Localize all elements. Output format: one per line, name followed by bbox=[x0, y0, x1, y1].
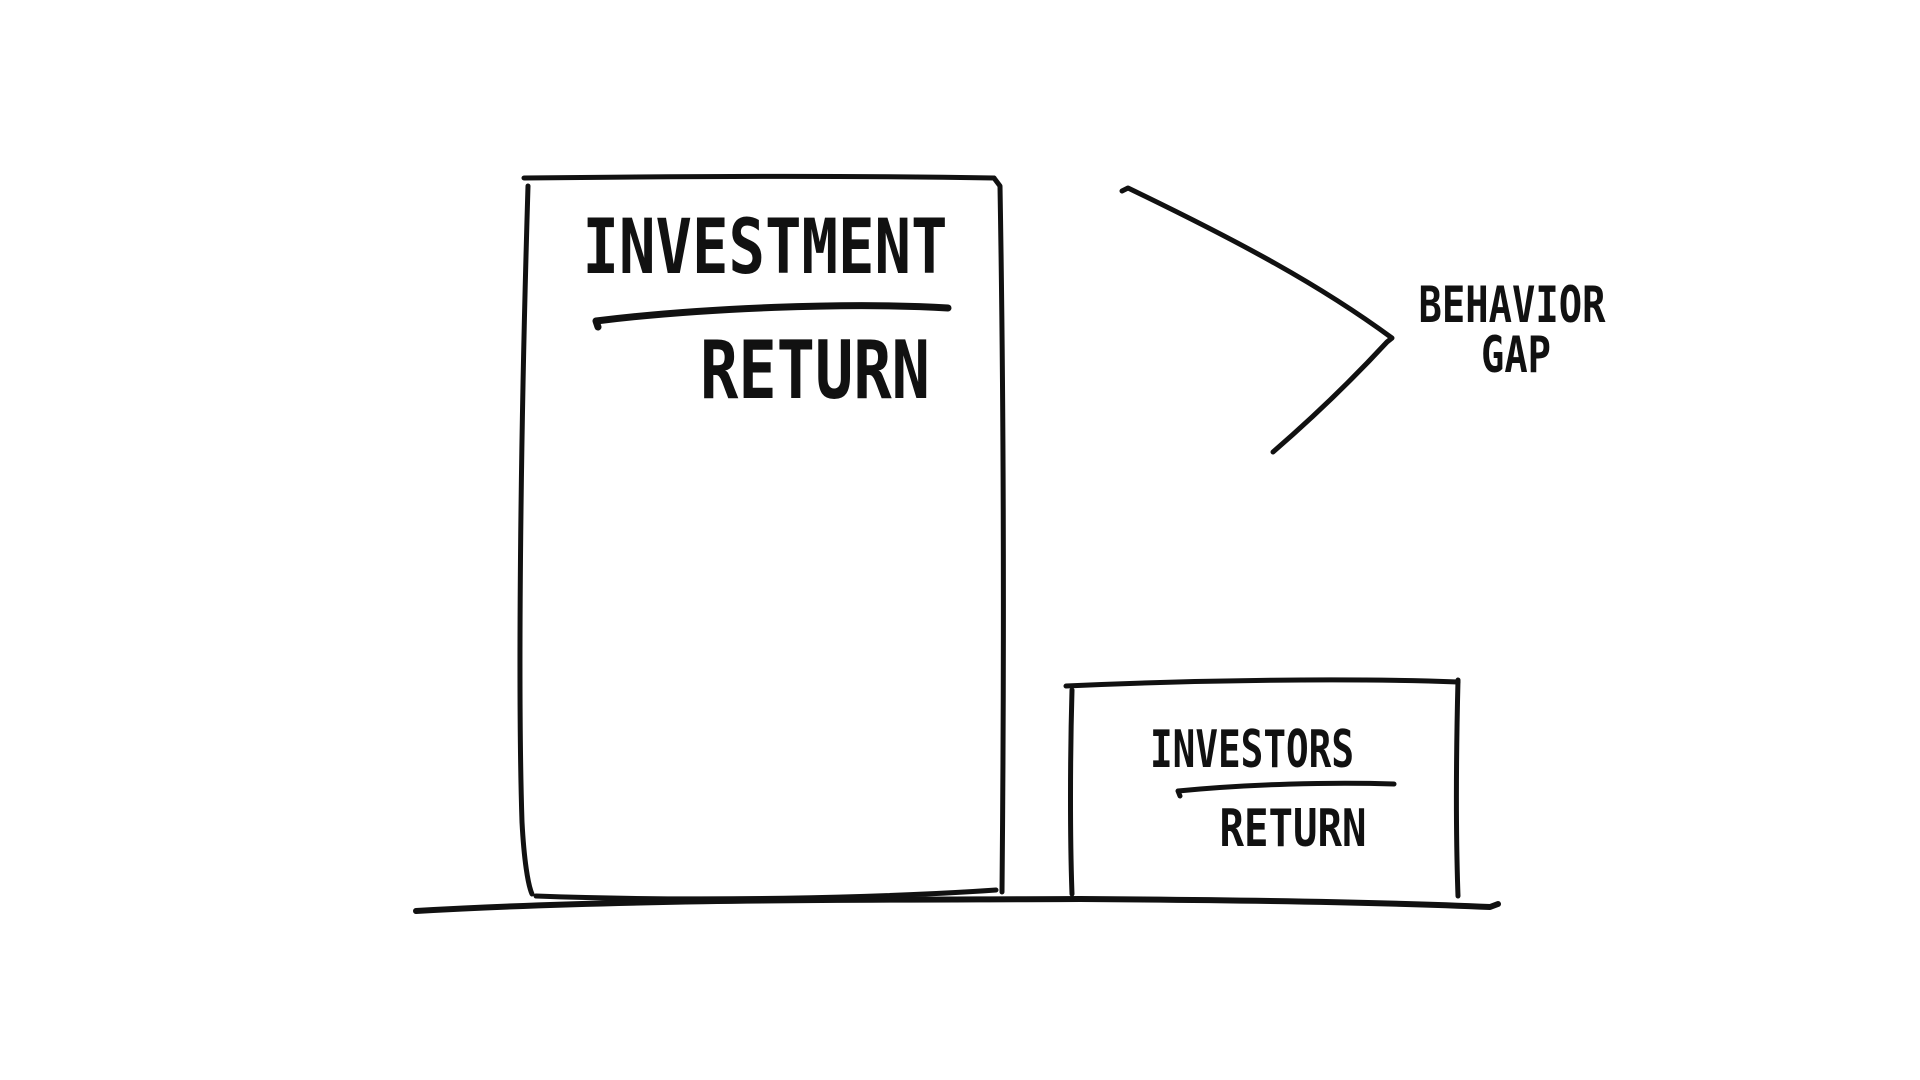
investors-bar-top-edge bbox=[1063, 677, 1461, 689]
investors-label: INVESTORS bbox=[1150, 720, 1354, 780]
investment-bar-top-edge bbox=[521, 174, 997, 181]
investors-return-bar: INVESTORS RETURN bbox=[1063, 677, 1461, 899]
gap-bracket bbox=[1119, 185, 1395, 455]
investment-label: INVESTMENT bbox=[583, 202, 948, 291]
investors-return-label: RETURN bbox=[1220, 799, 1367, 859]
investment-return-label: RETURN bbox=[700, 324, 930, 417]
gap-label: GAP bbox=[1481, 326, 1551, 384]
investors-bar-left-edge bbox=[1068, 687, 1075, 897]
baseline bbox=[413, 896, 1501, 914]
investment-return-bar: INVESTMENT RETURN bbox=[517, 174, 1006, 902]
investment-bar-right-edge bbox=[991, 175, 1006, 895]
investors-fraction-line bbox=[1175, 780, 1397, 799]
investment-fraction-line bbox=[592, 302, 952, 331]
behavior-label: BEHAVIOR bbox=[1419, 276, 1607, 334]
investment-bar-left-edge bbox=[517, 183, 535, 897]
investment-bar-bottom-edge bbox=[533, 887, 999, 902]
investors-bar-right-edge bbox=[1454, 677, 1461, 899]
